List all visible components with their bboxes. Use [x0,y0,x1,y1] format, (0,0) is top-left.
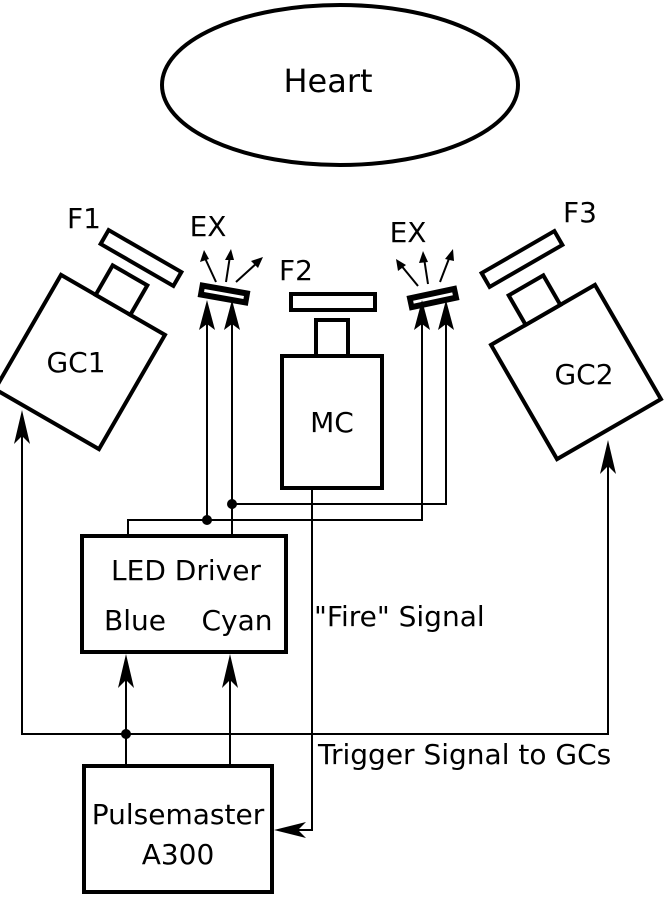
ex-led-right [396,249,460,311]
pulsemaster-label-line2: A300 [142,838,215,871]
led-driver [80,534,288,654]
f1-filter [97,227,185,289]
f2-label: F2 [279,254,313,287]
mc-camera [280,292,384,490]
gc2-camera [488,272,664,462]
cyan-label: Cyan [201,604,272,637]
junction-trigger [121,729,131,739]
ex-led-left [197,249,263,306]
f1-label: F1 [67,202,101,235]
f3-filter [478,228,566,290]
f2-filter [289,292,377,312]
ex-right-label: EX [390,216,427,249]
led-driver-label: LED Driver [111,554,261,587]
mc-label: MC [310,406,354,439]
pulsemaster [82,764,274,894]
fire-signal-label: "Fire" Signal [314,600,485,633]
gc2-label: GC2 [554,358,613,391]
f3-label: F3 [563,196,597,229]
gc1-camera [0,262,168,452]
junction-cyan [227,499,237,509]
fire-signal-wiring [274,488,313,838]
trigger-signal-wiring [14,410,616,739]
heart: Heart [160,3,520,167]
pulsemaster-label-line1: Pulsemaster [92,798,265,831]
ex-left-label: EX [190,210,227,243]
blue-label: Blue [104,604,166,637]
pulse-to-led-wiring [118,654,238,766]
heart-label: Heart [283,62,372,100]
led-wiring [127,300,454,536]
gc1-label: GC1 [46,346,105,379]
junction-blue [202,515,212,525]
trigger-signal-label: Trigger Signal to GCs [317,738,611,771]
